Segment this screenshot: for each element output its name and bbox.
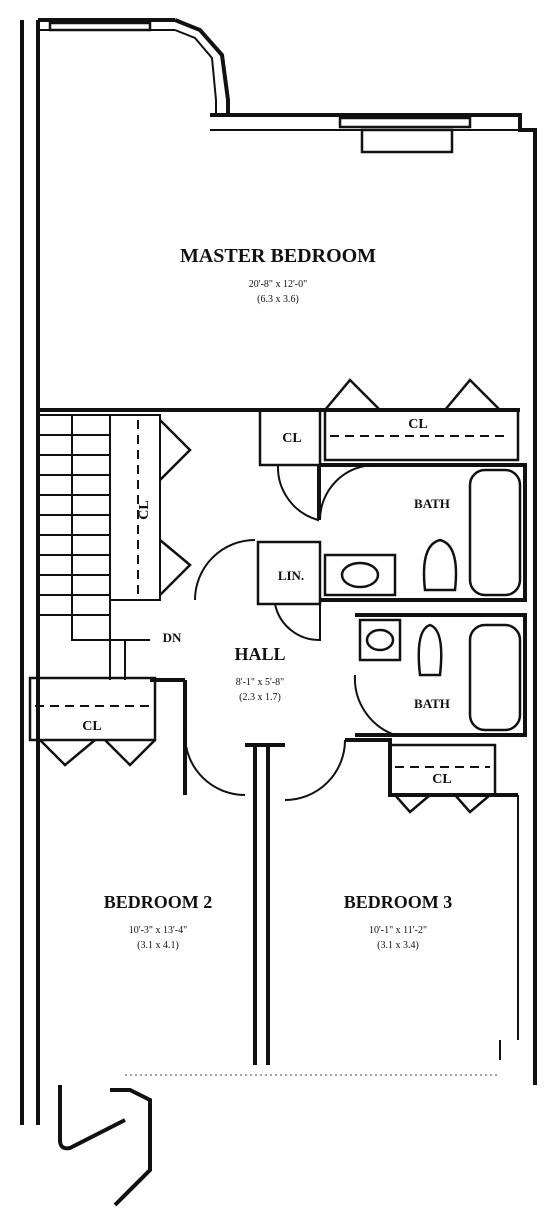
stair-closet-door-1	[159, 419, 192, 481]
bay-window-inner	[174, 29, 217, 115]
bedroom2-dim-imperial: 10'-3" x 13'-4"	[129, 925, 187, 936]
entry-curve	[58, 1085, 126, 1151]
master-closet-left-label: CL	[282, 431, 301, 446]
hall-top-door	[194, 539, 256, 601]
bedroom3-name: BEDROOM 3	[344, 892, 453, 912]
entry-wall	[110, 1088, 152, 1207]
master-bedroom-dim-metric: (6.3 x 3.6)	[257, 294, 299, 305]
hall-dim-imperial: 8'-1" x 5'-8"	[236, 677, 284, 688]
bathtub-upper	[468, 468, 522, 597]
hall-dim-metric: (2.3 x 1.7)	[239, 692, 281, 703]
bedroom3-closet-door-2	[454, 794, 491, 814]
bath-lower-group	[355, 613, 527, 737]
bedroom2-dim-metric: (3.1 x 4.1)	[137, 940, 179, 951]
bedroom2-closet	[28, 676, 157, 742]
bedroom2-door	[184, 734, 246, 796]
closet-door-swing	[276, 464, 319, 522]
labels: MASTER BEDROOM 20'-8" x 12'-0" (6.3 x 3.…	[82, 245, 452, 951]
bathtub-lower	[468, 623, 522, 732]
bath-upper-group	[320, 463, 527, 602]
bedroom3-dim-metric: (3.1 x 3.4)	[377, 940, 419, 951]
bedroom3-closet-label: CL	[432, 772, 451, 787]
bay-window	[174, 18, 230, 115]
master-bedroom-dim-imperial: 20'-8" x 12'-0"	[249, 279, 307, 290]
interior-walls	[28, 378, 527, 1065]
bath-upper-door	[319, 464, 376, 521]
window-seat	[360, 128, 454, 154]
master-window	[338, 116, 472, 129]
master-bedroom-name: MASTER BEDROOM	[180, 245, 376, 267]
bath-upper-walls	[320, 463, 527, 602]
linen-door	[274, 603, 321, 642]
bath-lower-door	[353, 674, 396, 736]
linen-closet	[256, 540, 322, 606]
bedroom2-closet-label: CL	[82, 719, 101, 734]
linen-closet-label: LIN.	[278, 568, 304, 583]
hall-name: HALL	[234, 644, 285, 664]
stair-closet-label: CL	[137, 500, 152, 519]
exterior-walls	[20, 18, 537, 1207]
bedroom3-closet-door-1	[394, 794, 431, 814]
toilet-lower	[417, 623, 443, 677]
bedroom3-door	[284, 739, 346, 801]
closet-door-2	[444, 378, 501, 411]
bath-lower-walls	[355, 613, 527, 737]
stair-closet	[110, 414, 161, 601]
closet-door-1	[324, 378, 381, 411]
top-window	[48, 21, 152, 32]
bedroom3-dim-imperial: 10'-1" x 11'-2"	[369, 925, 427, 936]
master-closet-right-label: CL	[408, 417, 427, 432]
stairs	[38, 414, 192, 680]
bedroom2-closet-door-2	[104, 739, 156, 767]
stair-closet-door-2	[159, 539, 192, 596]
toilet-upper	[422, 538, 458, 592]
sink-lower	[365, 628, 395, 652]
bedroom3-top-wall	[345, 738, 518, 797]
master-closet-right	[323, 408, 520, 462]
stair-treads	[40, 434, 110, 616]
master-closet-left	[258, 408, 322, 467]
sink-upper	[340, 561, 380, 589]
bath-lower-label: BATH	[414, 696, 450, 711]
vanity-lower	[358, 618, 402, 662]
bedroom2-name: BEDROOM 2	[104, 892, 213, 912]
bedroom3-closet	[388, 743, 497, 797]
bedroom2-closet-door-1	[39, 739, 96, 767]
vanity-upper	[323, 553, 397, 597]
bath-upper-label: BATH	[414, 496, 450, 511]
stairs-down-label: DN	[163, 630, 182, 645]
